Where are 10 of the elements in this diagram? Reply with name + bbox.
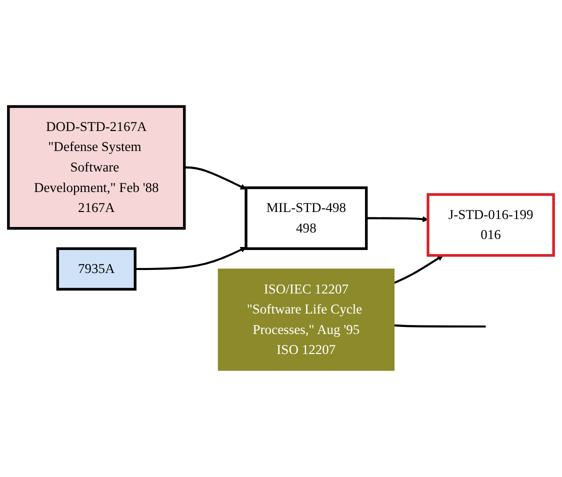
- node-box: MIL-STD-498 498: [244, 186, 368, 250]
- connector: [394, 324, 486, 328]
- arrow: [394, 255, 444, 284]
- arrow: [366, 216, 428, 222]
- arrow: [184, 166, 246, 190]
- node-box: ISO/IEC 12207 "Software Life Cycle Processes," Aug '95 ISO 12207: [218, 268, 395, 371]
- node-box: 7935A: [56, 247, 136, 291]
- node-box: DOD-STD-2167A "Defense System Software Development," Feb '88 2167A: [7, 105, 186, 230]
- arrow: [135, 246, 246, 270]
- node-box: J-STD-016-199 016: [426, 193, 555, 257]
